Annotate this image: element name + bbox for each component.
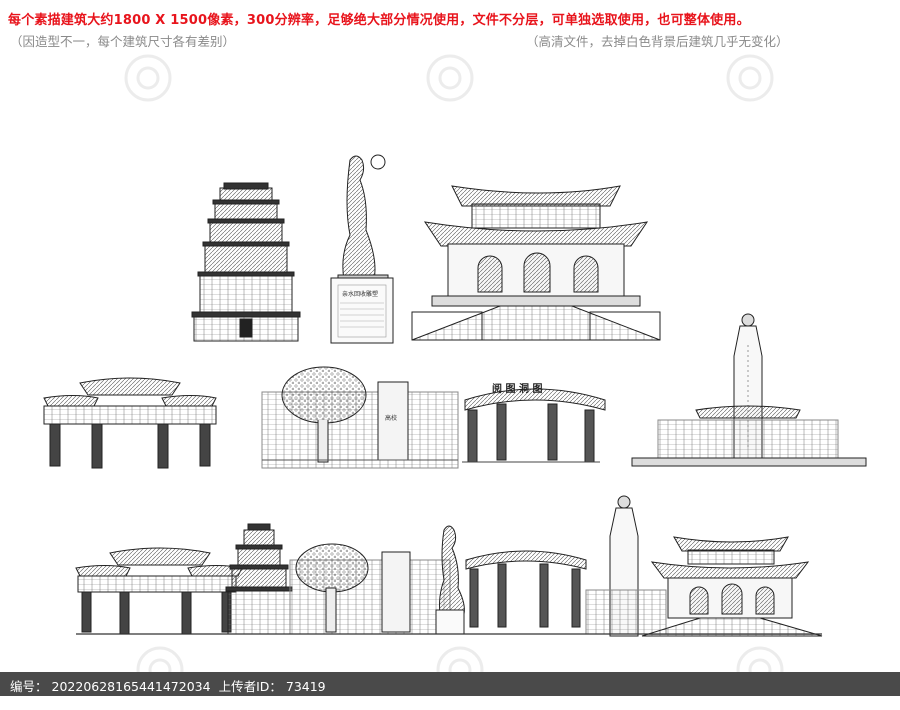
panorama-temple bbox=[641, 536, 823, 637]
id-value: 20220628165441472034 bbox=[51, 679, 211, 694]
panorama-pagoda bbox=[225, 523, 293, 635]
headline: 每个素描建筑大约1800 X 1500像素，300分辨率，足够绝大部分情况使用，… bbox=[8, 13, 750, 28]
footer-info: 编号：20220628165441472034 上传者ID：73419 bbox=[10, 676, 330, 695]
memorial-tower-sketch bbox=[631, 313, 867, 467]
id-label: 编号： bbox=[10, 679, 48, 694]
archway-sketch bbox=[43, 377, 217, 469]
statue-plaque-text: 亲水回收雕塑 bbox=[342, 290, 378, 298]
campus-tree-sketch bbox=[261, 366, 459, 469]
panorama-tower bbox=[585, 495, 667, 637]
statue-sketch bbox=[330, 154, 394, 344]
arch-sign-text: 阅 图 洞 图 bbox=[492, 382, 542, 395]
pagoda-sketch bbox=[191, 182, 301, 342]
note-hd-file: （高清文件，去掉白色背景后建筑几乎无变化） bbox=[526, 34, 789, 49]
footer-bar: 编号：20220628165441472034 上传者ID：73419 bbox=[0, 672, 900, 696]
colonnade-arch-sketch bbox=[462, 388, 606, 463]
watermark-logo-icon bbox=[726, 54, 774, 102]
panorama-colonnade bbox=[465, 550, 587, 628]
note-size-varies: （因造型不一，每个建筑尺寸各有差别） bbox=[10, 34, 236, 49]
panorama-campus bbox=[289, 543, 451, 635]
watermark-logo-icon bbox=[426, 54, 474, 102]
uploader-label: 上传者ID： bbox=[218, 679, 282, 694]
uploader-value: 73419 bbox=[285, 679, 326, 694]
temple-hall-sketch bbox=[411, 185, 661, 341]
panorama-statue bbox=[435, 525, 465, 635]
watermark-logo-icon bbox=[124, 54, 172, 102]
building-sign-text: 高校 bbox=[385, 414, 397, 422]
sketch-artwork: 亲水回收雕塑 高校 bbox=[43, 154, 867, 637]
panorama-archway bbox=[75, 547, 243, 635]
